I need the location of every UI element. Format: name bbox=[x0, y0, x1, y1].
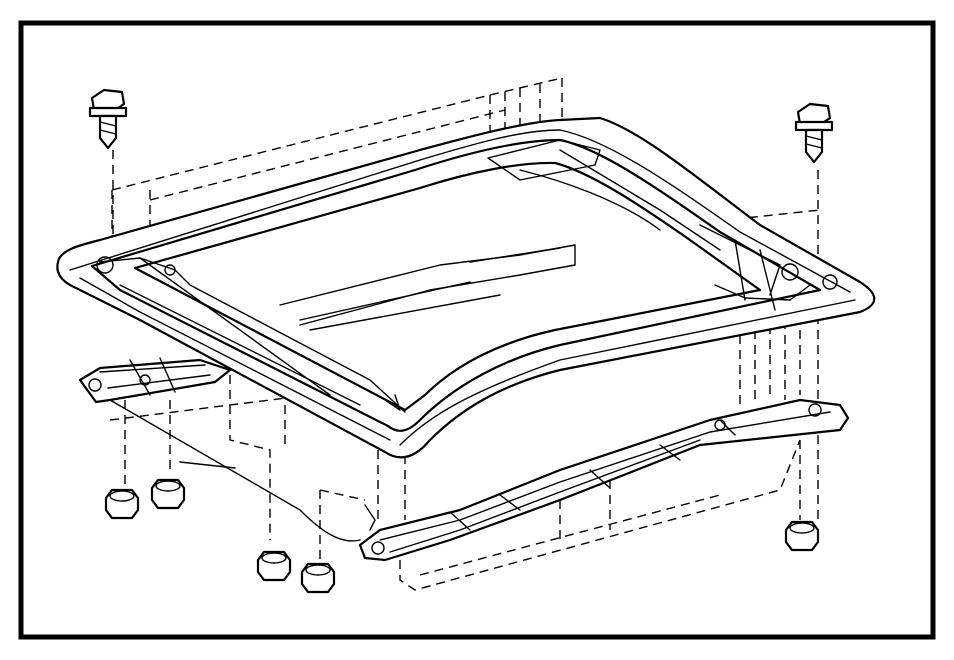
left-guide-rail bbox=[78, 357, 361, 542]
nut-1 bbox=[104, 488, 140, 520]
bolt-front-right bbox=[794, 102, 834, 164]
nut-3 bbox=[256, 550, 292, 582]
nut-5 bbox=[784, 520, 820, 552]
sunroof-housing-frame bbox=[56, 116, 876, 459]
bolt-front-left bbox=[88, 88, 128, 150]
right-guide-rail bbox=[358, 398, 850, 562]
diagram-border bbox=[18, 20, 936, 640]
nut-4 bbox=[300, 562, 336, 594]
nut-2 bbox=[150, 478, 186, 510]
